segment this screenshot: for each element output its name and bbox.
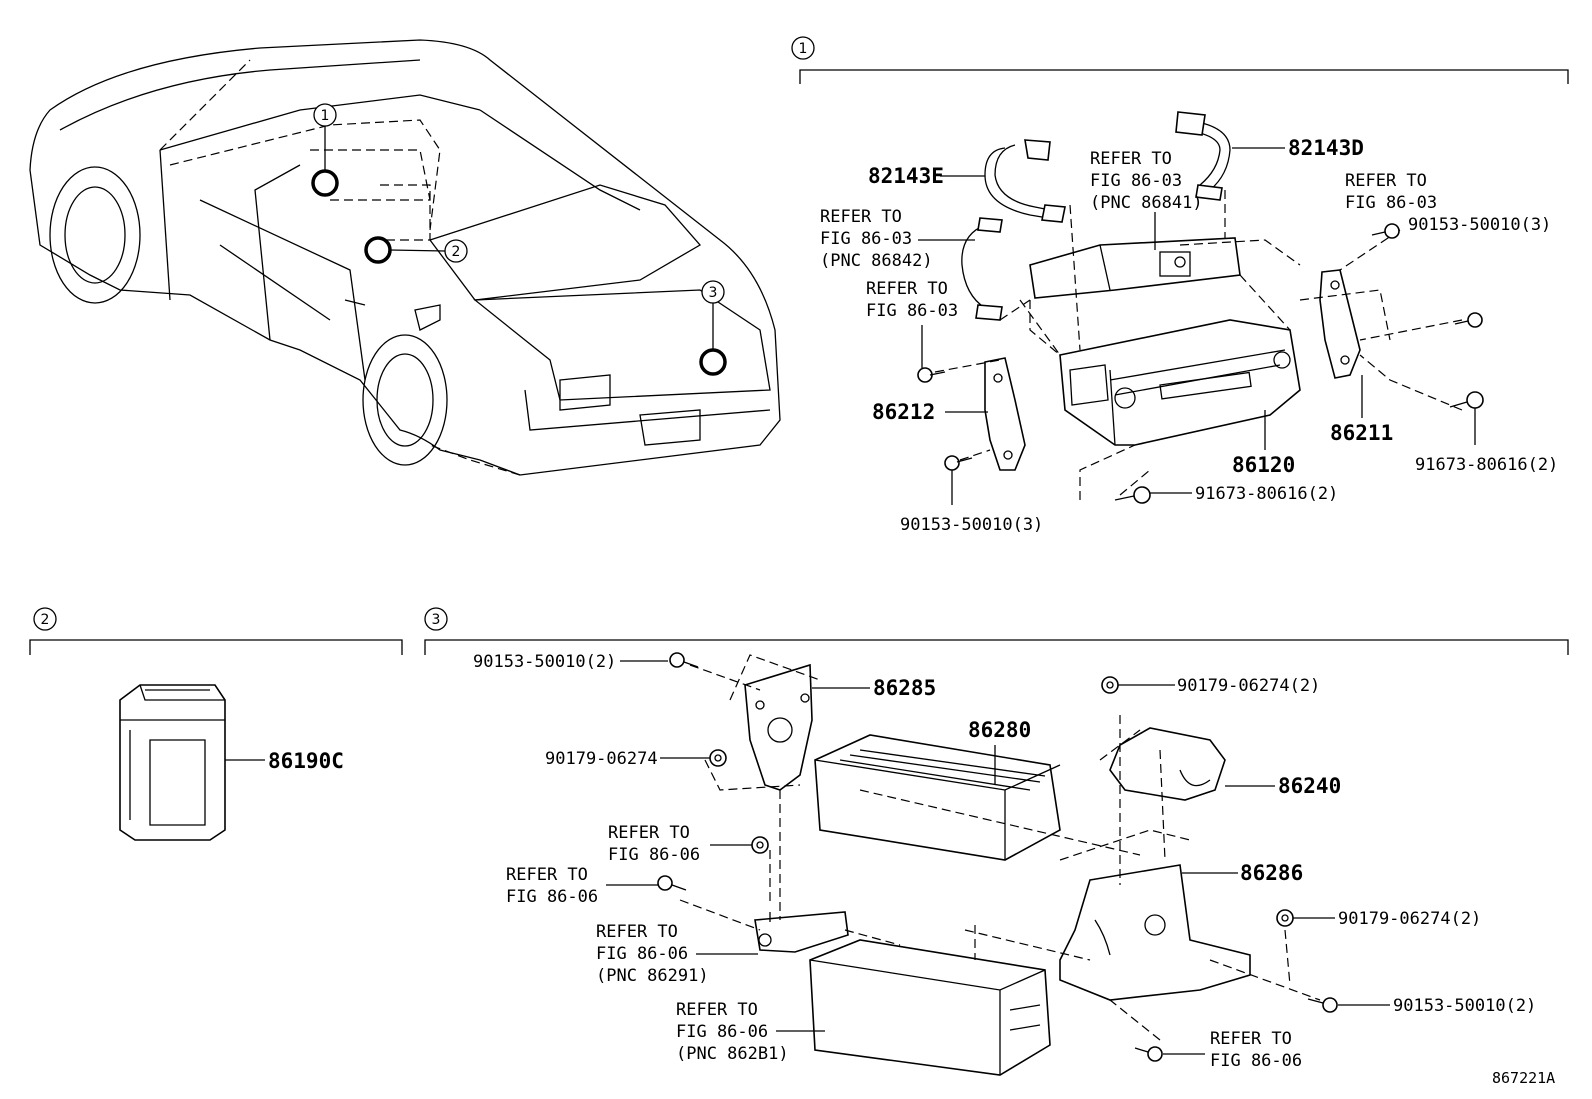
ref-c-line1: REFER TO — [608, 823, 690, 843]
callout-circle-2 — [444, 239, 468, 263]
bolt-icon — [669, 652, 699, 668]
label-86211: 86211 — [1330, 421, 1393, 445]
section-2-number: 2 — [41, 612, 50, 628]
section-2-badge — [33, 607, 57, 631]
label-86285: 86285 — [873, 676, 936, 700]
callout-number-3: 3 — [709, 285, 718, 301]
screw-icon — [1449, 391, 1484, 409]
bolt-icon — [1454, 312, 1483, 328]
section-1-parts: 82143E 82143D REFER TO FIG 86-03 (PNC 86… — [820, 111, 1558, 535]
section-1-badge — [791, 36, 815, 60]
ref-f-line2: FIG 86-06 — [676, 1022, 768, 1042]
nut-icon — [1101, 676, 1119, 694]
screw-icon — [1114, 486, 1151, 504]
label-screw-91673-bottom: 91673-80616(2) — [1195, 484, 1338, 504]
section-3: 3 — [424, 607, 1569, 1076]
label-82143e: 82143E — [868, 164, 944, 188]
label-bolt-90153-bottom: 90153-50010(3) — [900, 515, 1043, 535]
bracket-86291 — [754, 911, 849, 953]
section-3-badge — [424, 607, 448, 631]
bracket-86211 — [1319, 269, 1361, 379]
ref-86841-line1: REFER TO — [1090, 149, 1172, 169]
wire-harness-82143e — [984, 147, 1061, 221]
section-1-number: 1 — [799, 41, 808, 57]
label-nut-90179-top: 90179-06274(2) — [1177, 676, 1320, 696]
sensor-86240 — [1109, 727, 1226, 801]
label-86190c: 86190C — [268, 749, 344, 773]
box-862b1 — [809, 939, 1051, 1076]
label-86286: 86286 — [1240, 861, 1303, 885]
bracket-86286 — [1059, 864, 1251, 1001]
car-overview: 1 2 3 — [29, 39, 781, 476]
label-screw-91673-right: 91673-80616(2) — [1415, 455, 1558, 475]
label-bolt-90153-s3-bottom: 90153-50010(2) — [1393, 996, 1536, 1016]
location-marker-3 — [699, 348, 727, 376]
figure-id: 867221A — [1492, 1069, 1555, 1087]
callout-circle-3 — [701, 280, 725, 304]
callout-circle-1 — [313, 103, 337, 127]
location-marker-1 — [311, 169, 339, 197]
label-86212: 86212 — [872, 400, 935, 424]
bolt-icon — [657, 875, 687, 891]
ref-86842-line1: REFER TO — [820, 207, 902, 227]
label-86280: 86280 — [968, 718, 1031, 742]
ref-b-line2: FIG 86-03 — [866, 301, 958, 321]
ref-86842-line2: FIG 86-03 — [820, 229, 912, 249]
module-86190c — [119, 684, 226, 841]
location-marker-2 — [364, 236, 392, 264]
nut-icon — [1276, 909, 1294, 927]
bolt-icon — [1134, 1046, 1163, 1062]
ref-86841-line2: FIG 86-03 — [1090, 171, 1182, 191]
callout-number-2: 2 — [452, 244, 461, 260]
label-86240: 86240 — [1278, 774, 1341, 798]
nut-icon — [751, 836, 769, 854]
tuner-box-86841 — [1029, 237, 1241, 299]
bolt-icon — [917, 367, 946, 383]
label-82143d: 82143D — [1288, 136, 1364, 160]
ref-e-line3: (PNC 86291) — [596, 966, 709, 986]
section-2: 2 86190C — [29, 607, 403, 841]
label-nut-90179-left: 90179-06274 — [545, 749, 658, 769]
cable-86842 — [961, 224, 986, 309]
ref-d-line1: REFER TO — [506, 865, 588, 885]
ref-g-line2: FIG 86-06 — [1210, 1051, 1302, 1071]
ref-f-line1: REFER TO — [676, 1000, 758, 1020]
label-nut-90179-right: 90179-06274(2) — [1338, 909, 1481, 929]
ref-b-line1: REFER TO — [866, 279, 948, 299]
section-3-number: 3 — [432, 612, 441, 628]
label-86120: 86120 — [1232, 453, 1295, 477]
ref-a-line2: FIG 86-03 — [1345, 193, 1437, 213]
label-bolt-90153-s3-top: 90153-50010(2) — [473, 652, 616, 672]
ref-a-line1: REFER TO — [1345, 171, 1427, 191]
ref-c-line2: FIG 86-06 — [608, 845, 700, 865]
ref-e-line1: REFER TO — [596, 922, 678, 942]
ref-f-line3: (PNC 862B1) — [676, 1044, 789, 1064]
section-1-header: 1 — [791, 36, 1569, 84]
bracket-86212 — [984, 357, 1026, 471]
ref-e-line2: FIG 86-06 — [596, 944, 688, 964]
label-bolt-90153-top: 90153-50010(3) — [1408, 215, 1551, 235]
bolt-icon — [944, 455, 973, 471]
ref-86842-line3: (PNC 86842) — [820, 251, 933, 271]
wire-harness-82143d — [1184, 119, 1231, 191]
bolt-icon — [1371, 223, 1400, 239]
bolt-icon — [1307, 997, 1338, 1013]
ref-86841-line3: (PNC 86841) — [1090, 193, 1203, 213]
amplifier-86280 — [814, 734, 1061, 861]
bracket-86285 — [744, 663, 813, 791]
ref-d-line2: FIG 86-06 — [506, 887, 598, 907]
ref-g-line1: REFER TO — [1210, 1029, 1292, 1049]
callout-number-1: 1 — [321, 108, 330, 124]
nut-icon — [709, 749, 727, 767]
